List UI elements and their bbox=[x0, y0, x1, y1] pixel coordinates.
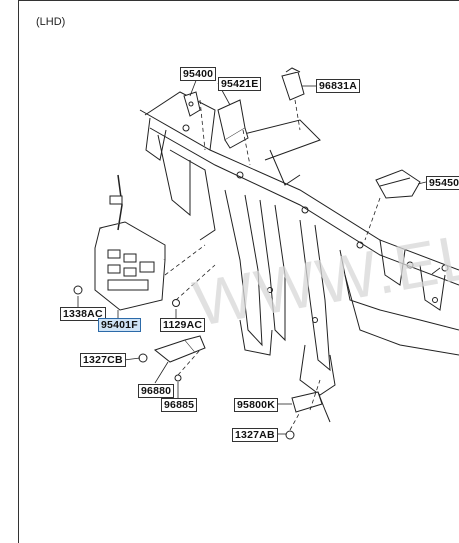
sensor-unit bbox=[153, 335, 206, 363]
callout-95800k: 95800K bbox=[234, 398, 278, 412]
body-control-module bbox=[94, 174, 166, 311]
callout-96880: 96880 bbox=[138, 384, 175, 398]
callout-96885: 96885 bbox=[161, 398, 198, 412]
dashboard-crossmember bbox=[139, 91, 459, 396]
variant-label: (LHD) bbox=[36, 16, 66, 28]
smart-key-bracket bbox=[183, 91, 201, 117]
callout-1327cb: 1327CB bbox=[80, 353, 126, 367]
callout-96831a: 96831A bbox=[316, 79, 360, 93]
diagram-frame bbox=[18, 0, 459, 543]
fasteners bbox=[73, 264, 449, 440]
callout-95400: 95400 bbox=[180, 67, 217, 81]
callout-95421e: 95421E bbox=[218, 77, 262, 91]
smart-key-module bbox=[217, 99, 249, 149]
antenna-unit bbox=[281, 67, 305, 101]
dashed-guides bbox=[164, 99, 381, 431]
module-unit bbox=[291, 391, 331, 423]
callout-1129ac: 1129AC bbox=[160, 318, 206, 332]
callout-95450: 95450 bbox=[426, 176, 459, 190]
callout-95401f: 95401F bbox=[98, 318, 141, 332]
leader-lines bbox=[77, 77, 441, 435]
control-unit bbox=[375, 169, 421, 199]
callout-1327ab: 1327AB bbox=[232, 428, 278, 442]
callout-1338ac: 1338AC bbox=[60, 307, 106, 321]
